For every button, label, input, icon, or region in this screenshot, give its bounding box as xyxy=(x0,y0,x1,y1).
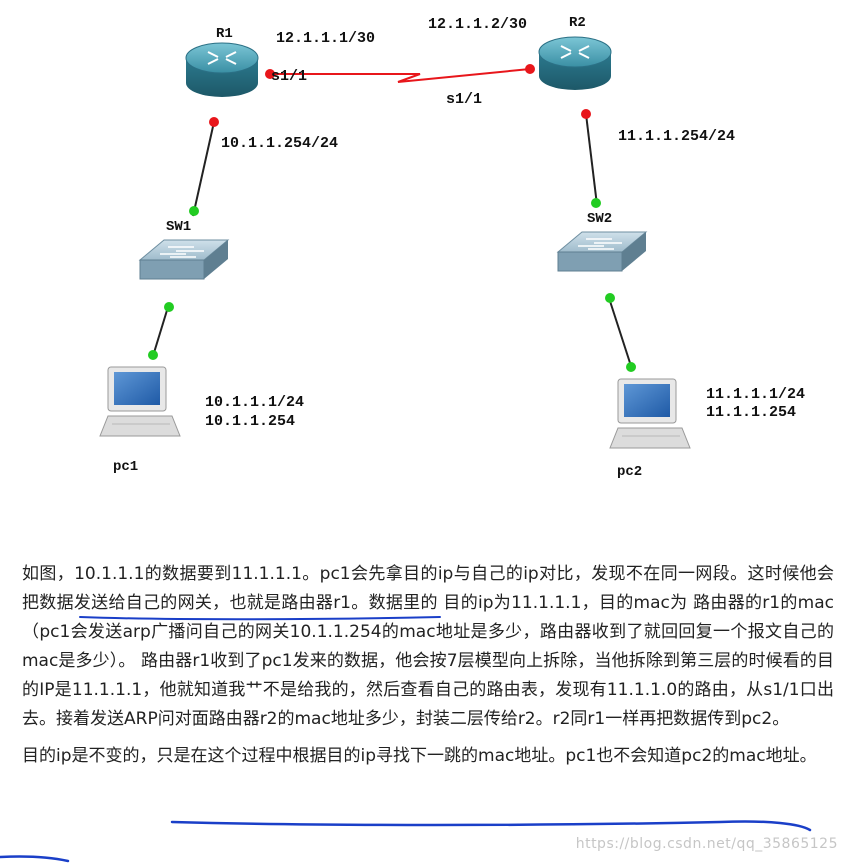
sw2-up-port-dot xyxy=(591,198,601,208)
r1-serial-if-label: s1/1 xyxy=(271,68,307,85)
network-topology-diagram: R1 12.1.1.1/30 s1/1 10.1.1.254/24 R2 12.… xyxy=(99,15,805,480)
r1-s1-port-dot xyxy=(265,69,275,79)
switch-sw1-icon[interactable] xyxy=(138,239,230,280)
pc1-name-label: pc1 xyxy=(113,459,138,475)
pc2-ip-label: 11.1.1.1/24 xyxy=(706,386,805,403)
r1-lan-port-dot xyxy=(209,117,219,127)
pc2-port-dot xyxy=(626,362,636,372)
sw1-down-port-dot xyxy=(164,302,174,312)
pc2-name-label: pc2 xyxy=(617,464,642,480)
explanation-article: 如图，10.1.1.1的数据要到11.1.1.1。pc1会先拿目的ip与自己的i… xyxy=(22,560,834,771)
r2-serial-ip-label: 12.1.1.2/30 xyxy=(428,16,527,33)
underline-stroke-2 xyxy=(170,820,812,832)
paragraph-2: 目的ip是不变的，只是在这个过程中根据目的ip寻找下一跳的mac地址。pc1也不… xyxy=(22,746,817,766)
watermark-text: https://blog.csdn.net/qq_35865125 xyxy=(575,836,838,852)
r2-s1-port-dot xyxy=(525,64,535,74)
sw2-name-label: SW2 xyxy=(587,211,612,227)
sw2-pc2-link xyxy=(608,297,632,367)
pc1-ip-label: 10.1.1.1/24 xyxy=(205,394,304,411)
r1-name-label: R1 xyxy=(216,26,233,42)
r2-name-label: R2 xyxy=(569,15,586,31)
pc2-gateway-label: 11.1.1.254 xyxy=(706,404,796,421)
r1-sw1-link xyxy=(192,121,215,217)
pc1-port-dot xyxy=(148,350,158,360)
sw1-up-port-dot xyxy=(189,206,199,216)
pc1-icon[interactable] xyxy=(99,366,181,437)
r2-lan-port-dot xyxy=(581,109,591,119)
router-r2-icon[interactable] xyxy=(538,36,612,90)
paragraph-1: 如图，10.1.1.1的数据要到11.1.1.1。pc1会先拿目的ip与自己的i… xyxy=(22,564,834,729)
serial-link xyxy=(270,68,531,83)
sw1-name-label: SW1 xyxy=(166,219,191,235)
r1-serial-ip-label: 12.1.1.1/30 xyxy=(276,30,375,47)
r2-sw2-link xyxy=(585,113,598,206)
sw2-down-port-dot xyxy=(605,293,615,303)
r2-lan-ip-label: 11.1.1.254/24 xyxy=(618,128,735,145)
underline-stroke-3 xyxy=(0,855,70,863)
switch-sw2-icon[interactable] xyxy=(556,231,648,272)
r1-lan-ip-label: 10.1.1.254/24 xyxy=(221,135,338,152)
pc1-gateway-label: 10.1.1.254 xyxy=(205,413,295,430)
pc2-icon[interactable] xyxy=(609,378,691,449)
r2-serial-if-label: s1/1 xyxy=(446,91,482,108)
router-r1-icon[interactable] xyxy=(185,42,259,97)
sw1-pc1-link xyxy=(152,306,169,357)
